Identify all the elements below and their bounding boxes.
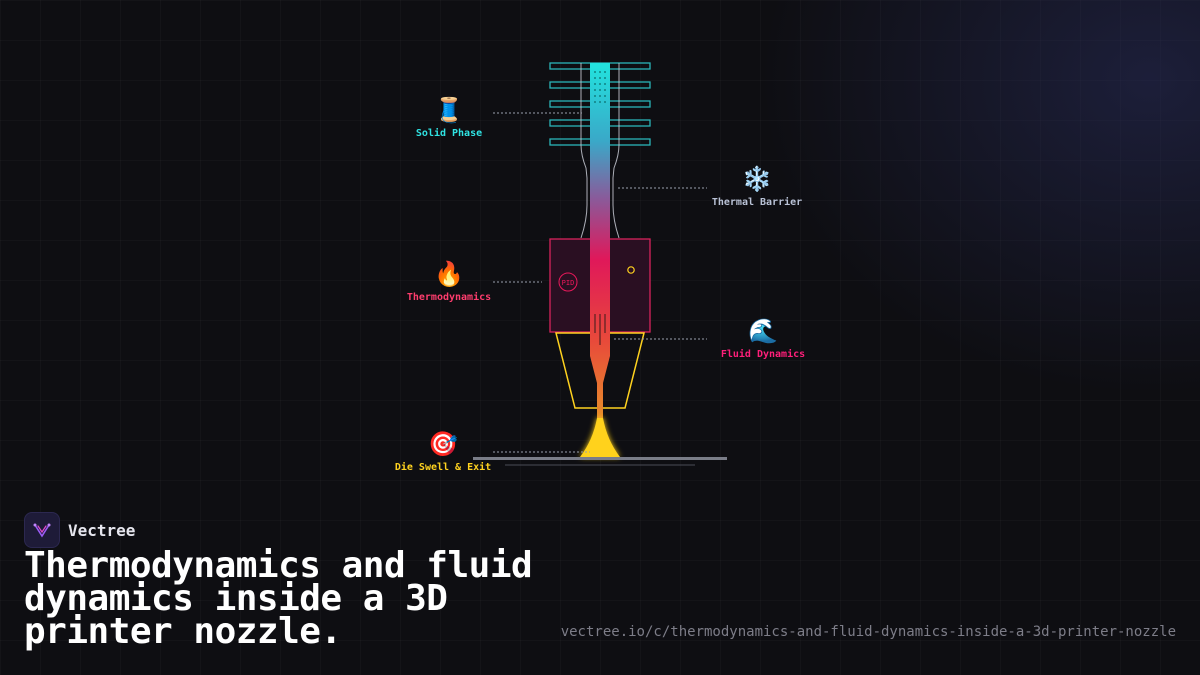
label-thermodynamics-text: Thermodynamics bbox=[406, 292, 492, 303]
brand-name: Vectree bbox=[68, 520, 136, 540]
wave-icon: 🌊 bbox=[748, 317, 778, 345]
fire-icon: 🔥 bbox=[434, 260, 464, 288]
thermistor-marker bbox=[627, 266, 635, 274]
label-die-swell: 🎯 Die Swell & Exit bbox=[395, 430, 491, 473]
nozzle-cone bbox=[555, 332, 645, 409]
label-thermodynamics: 🔥 Thermodynamics bbox=[407, 260, 491, 303]
page-title: Thermodynamics and fluid dynamics inside… bbox=[24, 545, 533, 652]
label-fluid-dynamics: 🌊 Fluid Dynamics bbox=[721, 317, 805, 360]
label-thermal-barrier-text: Thermal Barrier bbox=[711, 197, 803, 208]
brand: Vectree bbox=[24, 512, 135, 548]
label-solid-phase-text: Solid Phase bbox=[415, 128, 483, 139]
extrusion-blob bbox=[580, 418, 620, 457]
pid-label: PID bbox=[562, 279, 575, 287]
flow-lines bbox=[594, 314, 606, 345]
spool-icon: 🧵 bbox=[434, 96, 464, 124]
nozzle-diagram: PID bbox=[473, 62, 727, 466]
pid-sensor bbox=[558, 272, 578, 292]
heat-break-outline bbox=[580, 63, 620, 239]
label-die-swell-text: Die Swell & Exit bbox=[394, 462, 492, 473]
target-icon: 🎯 bbox=[428, 430, 458, 458]
leader-lines bbox=[493, 112, 707, 453]
vectree-logo-icon bbox=[24, 512, 60, 548]
filament-dots bbox=[594, 71, 606, 103]
filament-path bbox=[590, 63, 610, 420]
label-solid-phase: 🧵 Solid Phase bbox=[416, 96, 482, 139]
page-url[interactable]: vectree.io/c/thermodynamics-and-fluid-dy… bbox=[560, 624, 1176, 640]
label-thermal-barrier: ❄️ Thermal Barrier bbox=[712, 165, 802, 208]
snowflake-icon: ❄️ bbox=[742, 165, 772, 193]
label-fluid-dynamics-text: Fluid Dynamics bbox=[720, 349, 806, 360]
